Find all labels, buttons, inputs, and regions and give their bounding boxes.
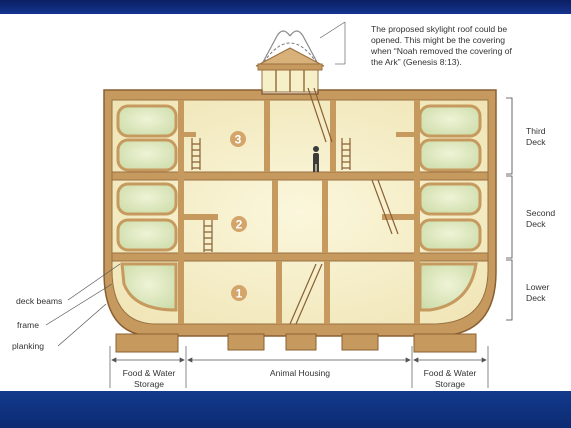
person-icon <box>313 146 319 172</box>
svg-text:3: 3 <box>235 133 242 147</box>
callout-planking: planking <box>12 341 44 351</box>
deck-label-third: Third Deck <box>526 126 546 147</box>
skylight-caption: The proposed skylight roof could be open… <box>370 24 513 67</box>
ladder-second-right <box>371 179 399 235</box>
skylight-right-lid <box>289 30 319 65</box>
svg-text:Animal Housing: Animal Housing <box>270 368 330 378</box>
svg-text:Deck: Deck <box>526 137 546 147</box>
svg-text:Lower: Lower <box>526 282 550 292</box>
deck-label-lower: Lower Deck <box>526 282 550 303</box>
top-blue-band <box>0 0 571 14</box>
ladder-third-left <box>191 138 201 170</box>
hull-interior <box>111 99 489 325</box>
deck-label-second: Second Deck <box>526 208 555 229</box>
skylight-beam <box>257 63 323 71</box>
left-side-rooms <box>116 104 178 312</box>
svg-text:Deck: Deck <box>526 293 546 303</box>
vertical-posts <box>178 100 420 324</box>
ladder-third-right <box>341 138 351 170</box>
keel-blocks <box>115 333 477 353</box>
diagram-stage: 3 2 1 The proposed skylight roof could b… <box>0 14 571 391</box>
svg-text:The proposed skylight roof cou: The proposed skylight roof could be <box>371 24 507 34</box>
caption-leader <box>319 21 346 39</box>
deck-floors <box>111 132 489 262</box>
callout-frame: frame <box>17 320 39 330</box>
bottom-blue-band <box>0 391 571 428</box>
callout-deck-beams: deck beams <box>16 296 62 306</box>
hull-callouts: deck beams frame planking <box>12 263 121 351</box>
svg-text:1: 1 <box>236 287 243 301</box>
deck-number-lower: 1 <box>231 285 247 301</box>
ladder-top <box>307 87 333 143</box>
bottom-labels: Food & Water Storage Animal Housing Food… <box>123 368 477 389</box>
skylight-roof <box>255 21 346 93</box>
svg-text:Storage: Storage <box>134 379 164 389</box>
bottom-dimension-lines <box>109 346 489 388</box>
svg-text:Third: Third <box>526 126 546 136</box>
svg-text:2: 2 <box>236 218 243 232</box>
ladders <box>191 87 399 325</box>
deck-brackets <box>506 97 513 321</box>
deck-number-second: 2 <box>231 216 247 232</box>
svg-text:Food & Water: Food & Water <box>123 368 176 378</box>
svg-text:Deck: Deck <box>526 219 546 229</box>
ladder-second-left <box>203 220 213 252</box>
svg-text:Food & Water: Food & Water <box>424 368 477 378</box>
svg-text:the Ark” (Genesis 8:13).: the Ark” (Genesis 8:13). <box>371 57 462 67</box>
ark-cross-section-diagram: 3 2 1 The proposed skylight roof could b… <box>12 21 555 389</box>
right-side-rooms <box>418 104 482 312</box>
svg-text:opened. This might be the cove: opened. This might be the covering <box>371 35 505 45</box>
svg-text:Storage: Storage <box>435 379 465 389</box>
svg-text:when “Noah removed the coverin: when “Noah removed the covering of <box>370 46 513 56</box>
svg-text:Second: Second <box>526 208 555 218</box>
ladder-lower <box>289 263 323 325</box>
deck-number-third: 3 <box>230 131 246 147</box>
skylight-left-lid <box>261 30 291 65</box>
skylight-open-arc <box>263 42 317 63</box>
